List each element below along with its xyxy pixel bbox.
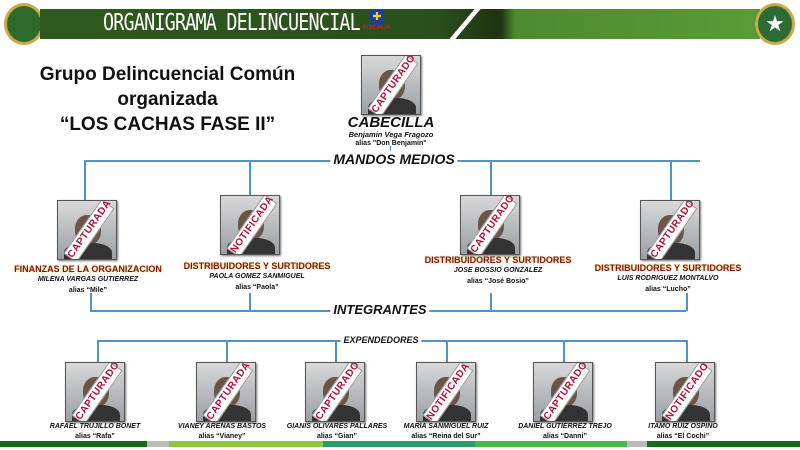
- person-photo: NOTIFICADA: [220, 195, 280, 255]
- person-name: MARIA SANMIGUEL RUIZ: [403, 423, 489, 430]
- connector-line: [446, 340, 448, 362]
- connector-line: [686, 340, 688, 362]
- person-alias: alias “Vianey”: [198, 433, 246, 440]
- fiscalia-logo: ✚FISCALIA: [363, 9, 391, 31]
- connector-line: [90, 293, 92, 311]
- level-mandos-medios: MANDOS MEDIOS: [330, 151, 458, 167]
- person-role: DISTRIBUIDORES Y SURTIDORES: [594, 263, 742, 273]
- footer-strip: [169, 441, 323, 447]
- footer-strip: [0, 441, 147, 447]
- person-alias: alias “El Cochi”: [656, 433, 710, 440]
- person-alias: alias “Reina del Sur”: [411, 433, 481, 440]
- person-photo: CAPTURADA: [57, 200, 117, 260]
- person-photo: CAPTURADO: [640, 200, 700, 260]
- person-alias: alias “Mile”: [68, 287, 108, 294]
- level-integrantes: INTEGRANTES: [330, 302, 430, 317]
- person-name: GIANIS OLIVARES PALLARES: [286, 423, 388, 430]
- boss-alias: alias "Don Benjamín": [355, 140, 427, 147]
- person-photo: CAPTURADO: [361, 55, 421, 115]
- connector-line: [97, 340, 99, 362]
- person-photo: CAPTURADO: [65, 362, 125, 422]
- person-role: DISTRIBUIDORES Y SURTIDORES: [183, 261, 331, 271]
- connector-line: [670, 160, 672, 200]
- dijin-seal-logo: ★: [755, 3, 795, 45]
- header-banner: [40, 9, 760, 39]
- person-name: JOSE BOSSIO GONZALEZ: [453, 267, 543, 274]
- person-name: RAFAEL TRUJILLO BONET: [49, 423, 141, 430]
- person-alias: alias “José Bosio”: [467, 278, 529, 285]
- footer-strip: [627, 441, 647, 447]
- person-role: FINANZAS DE LA ORGANIZACION: [14, 264, 162, 274]
- connector-line: [490, 293, 492, 311]
- person-name: LUIS RODRIGUEZ MONTALVO: [617, 275, 719, 282]
- connector-line: [84, 160, 86, 200]
- person-photo: NOTIFICADO: [655, 362, 715, 422]
- footer-strip: [323, 441, 475, 447]
- person-name: PAOLA GOMEZ SANMIGUEL: [209, 273, 305, 280]
- police-seal-logo: [4, 3, 44, 45]
- person-name: MILENA VARGAS GUTIERREZ: [37, 276, 139, 283]
- connector-line: [335, 340, 337, 362]
- footer-strip: [147, 441, 169, 447]
- person-role: DISTRIBUIDORES Y SURTIDORES: [424, 255, 572, 265]
- person-alias: alias “Gian”: [316, 433, 358, 440]
- person-alias: alias “Lucho”: [645, 286, 691, 293]
- person-alias: alias “Rafa”: [75, 433, 115, 440]
- person-photo: CAPTURADA: [196, 362, 256, 422]
- header-title: ORGANIGRAMA DELINCUENCIAL: [103, 10, 361, 36]
- person-alias: alias “Danni”: [543, 433, 587, 440]
- boss-name: Benjamin Vega Fragozo: [348, 130, 434, 139]
- connector-line: [249, 293, 251, 311]
- footer-strip: [647, 441, 800, 447]
- level-expendedores: EXPENDEDORES: [340, 335, 422, 345]
- connector-line: [490, 160, 492, 200]
- person-alias: alias “Paola”: [235, 284, 279, 291]
- footer-strip: [475, 441, 627, 447]
- connector-line: [563, 340, 565, 362]
- boss-role: CABECILLA: [347, 114, 435, 131]
- person-name: DANIEL GUTIERREZ TREJO: [518, 423, 612, 430]
- person-name: ITAMO RUIZ OSPINO: [648, 423, 718, 430]
- person-photo: CAPTURADO: [533, 362, 593, 422]
- person-photo: NOTIFICADA: [416, 362, 476, 422]
- connector-line: [686, 293, 688, 311]
- connector-line: [249, 160, 251, 200]
- connector-line: [226, 340, 228, 362]
- person-name: VIANEY ARENAS BASTOS: [177, 423, 267, 430]
- person-photo: CAPTURADO: [460, 195, 520, 255]
- person-photo: CAPTURADO: [305, 362, 365, 422]
